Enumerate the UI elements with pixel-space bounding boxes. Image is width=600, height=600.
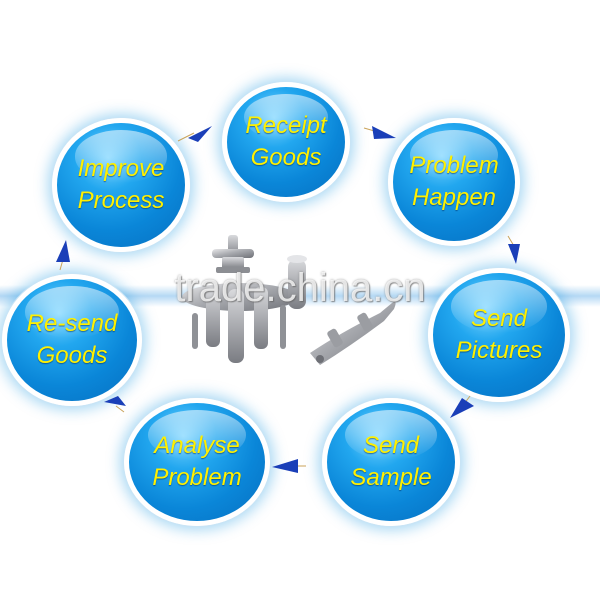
cross-bitt-icon [212,235,254,273]
node-receipt-goods: Receipt Goods [222,82,350,202]
flange-cleat-icon [182,283,298,363]
arrow-resend-to-improve [56,240,70,271]
node-send-sample: Send Sample [322,398,460,526]
node-label: Re-send Goods [26,310,118,369]
arrow-problem-to-pictures [507,235,520,264]
node-label: Problem Happen [409,152,499,211]
node-label: Send Sample [350,432,432,491]
arrow-sample-to-analyse [272,459,306,473]
watermark-text: trade.china.cn [174,266,426,310]
post-cleat-icon [287,255,307,309]
node-label: Receipt Goods [245,112,327,171]
node-problem-happen: Problem Happen [388,118,520,246]
node-label: Analyse Problem [152,432,242,491]
node-send-pictures: Send Pictures [428,268,570,402]
arrow-improve-to-receipt [177,126,212,142]
node-analyse-problem: Analyse Problem [124,398,270,526]
horn-cleat-icon [310,301,396,365]
node-label: Send Pictures [455,305,543,364]
boat-cleat-hardware-image [182,235,396,365]
node-re-send-goods: Re-send Goods [2,274,142,406]
arrow-analyse-to-resend [104,396,126,413]
node-label: Improve Process [77,155,165,214]
arrow-receipt-to-problem [363,126,396,139]
node-improve-process: Improve Process [52,118,190,252]
arrow-pictures-to-sample [450,395,474,418]
